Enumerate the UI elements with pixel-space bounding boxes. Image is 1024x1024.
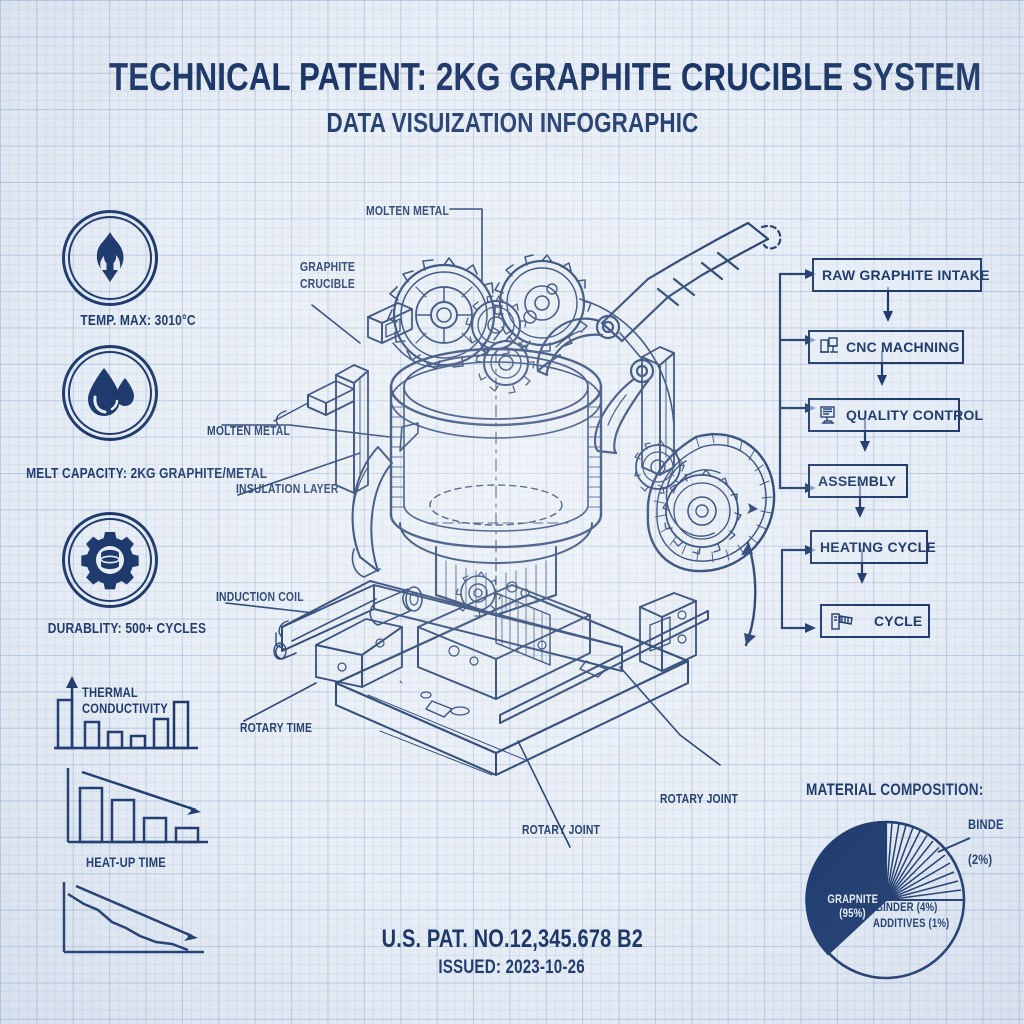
flow-step-label: HEATING CYCLE xyxy=(820,539,936,555)
flow-step-label: ASSEMBLY xyxy=(818,473,897,489)
chain-drive-assembly xyxy=(634,432,776,647)
pie-callout-binde-value: (2%) xyxy=(968,851,993,867)
heat-up-time-label: HEAT-UP TIME xyxy=(86,854,166,870)
packaging-icon xyxy=(831,613,853,630)
insulation-shell xyxy=(351,422,419,578)
gear-cluster xyxy=(367,254,675,426)
graphite-crucible-body xyxy=(389,347,603,568)
badge-ring-inner xyxy=(68,518,152,602)
stat-label-temperature: TEMP. MAX: 3010°C xyxy=(80,312,196,329)
callout-molten-metal-left: MOLTEN METAL xyxy=(207,423,290,438)
callout-molten-metal-top: MOLTEN METAL xyxy=(366,203,449,218)
badge-ring-inner xyxy=(68,216,152,300)
gear-durability-icon xyxy=(62,512,158,608)
flow-step-assembly[interactable]: ASSEMBLY xyxy=(808,464,908,498)
page-title: TECHNICAL PATENT: 2KG GRAPHITE CRUCIBLE … xyxy=(0,56,1024,140)
stat-label-capacity: MELT CAPACITY: 2KG GRAPHITE/METAL xyxy=(26,465,268,482)
callout-insulation-layer: INSULATION LAYER xyxy=(236,481,339,496)
flow-step-cycle[interactable]: CYCLE xyxy=(820,604,930,638)
flow-step-quality-control[interactable]: QUALITY CONTROL xyxy=(808,398,983,432)
pie-callout-binde-name: BINDE xyxy=(968,816,1004,832)
callout-graphite-crucible: GRAPHITE CRUCIBLE xyxy=(300,259,356,291)
badge-ring-outer xyxy=(62,210,158,306)
gear-medium xyxy=(494,254,592,352)
pie-label-binder: BINDER (4%) xyxy=(876,900,938,914)
support-posts xyxy=(273,346,675,494)
decay-line-chart xyxy=(54,878,212,960)
droplet-capacity-icon xyxy=(62,345,158,441)
process-flowchart xyxy=(772,252,1024,662)
pie-label-additives: ADDITIVES (1%) xyxy=(873,916,950,930)
badge-ring-outer xyxy=(62,512,158,608)
flame-temperature-icon xyxy=(62,210,158,306)
material-composition-pie xyxy=(798,810,978,990)
title-subtitle: DATA VISUIZATION INFOGRAPHIC xyxy=(0,106,1024,140)
title-main-text: TECHNICAL PATENT: 2KG GRAPHITE CRUCIBLE … xyxy=(109,56,982,99)
heat-up-time-chart xyxy=(60,762,212,850)
machine-chassis xyxy=(273,580,709,776)
callout-rotary-joint-bottom: ROTARY JOINT xyxy=(522,822,601,837)
badge-ring-outer xyxy=(62,345,158,441)
callout-rotary-time: ROTARY TIME xyxy=(240,720,313,735)
flow-step-label: CNC MACHNING xyxy=(846,339,960,355)
callout-leaders xyxy=(221,208,721,848)
flow-step-label: QUALITY CONTROL xyxy=(846,407,984,423)
crucible-machine-drawing xyxy=(221,175,810,848)
robotic-gripper-arm xyxy=(536,221,782,455)
callout-induction-coil: INDUCTION COIL xyxy=(216,589,304,604)
pie-label-graphite: GRAPNITE (95%) xyxy=(827,892,879,920)
pie-chart-title: MATERIAL COMPOSITION: xyxy=(806,780,984,799)
stat-badge-temperature xyxy=(62,210,158,306)
inspection-icon xyxy=(820,406,835,424)
stat-label-durability: DURABLITY: 500+ CYCLES xyxy=(47,620,207,637)
stat-badge-durability xyxy=(62,512,158,608)
badge-ring-inner xyxy=(68,351,152,435)
patent-number: U.S. PAT. NO.12,345.678 B2 xyxy=(381,925,643,953)
callout-rotary-joint-right: ROTARY JOINT xyxy=(660,791,739,806)
machine-icon xyxy=(820,337,838,353)
flow-step-heating-cycle[interactable]: HEATING CYCLE xyxy=(810,530,936,564)
stat-badge-capacity xyxy=(62,345,158,441)
flow-step-label: CYCLE xyxy=(874,613,923,629)
thermal-conductivity-chart xyxy=(46,672,206,754)
title-subtitle-text: DATA VISUIZATION INFOGRAPHIC xyxy=(326,107,698,138)
patent-issued-date: ISSUED: 2023-10-26 xyxy=(438,957,586,978)
flow-step-label: RAW GRAPHITE INTAKE xyxy=(822,267,990,283)
patent-footer: U.S. PAT. NO.12,345.678 B2 ISSUED: 2023-… xyxy=(0,925,1024,980)
title-main: TECHNICAL PATENT: 2KG GRAPHITE CRUCIBLE … xyxy=(0,56,1024,100)
thermal-conductivity-label: THERMAL CONDUCTIVITY xyxy=(82,684,168,716)
flow-step-raw-graphite-intake[interactable]: RAW GRAPHITE INTAKE xyxy=(812,258,989,292)
flow-step-cnc-machining[interactable]: CNC MACHNING xyxy=(808,330,964,364)
sprocket-small xyxy=(634,440,685,494)
